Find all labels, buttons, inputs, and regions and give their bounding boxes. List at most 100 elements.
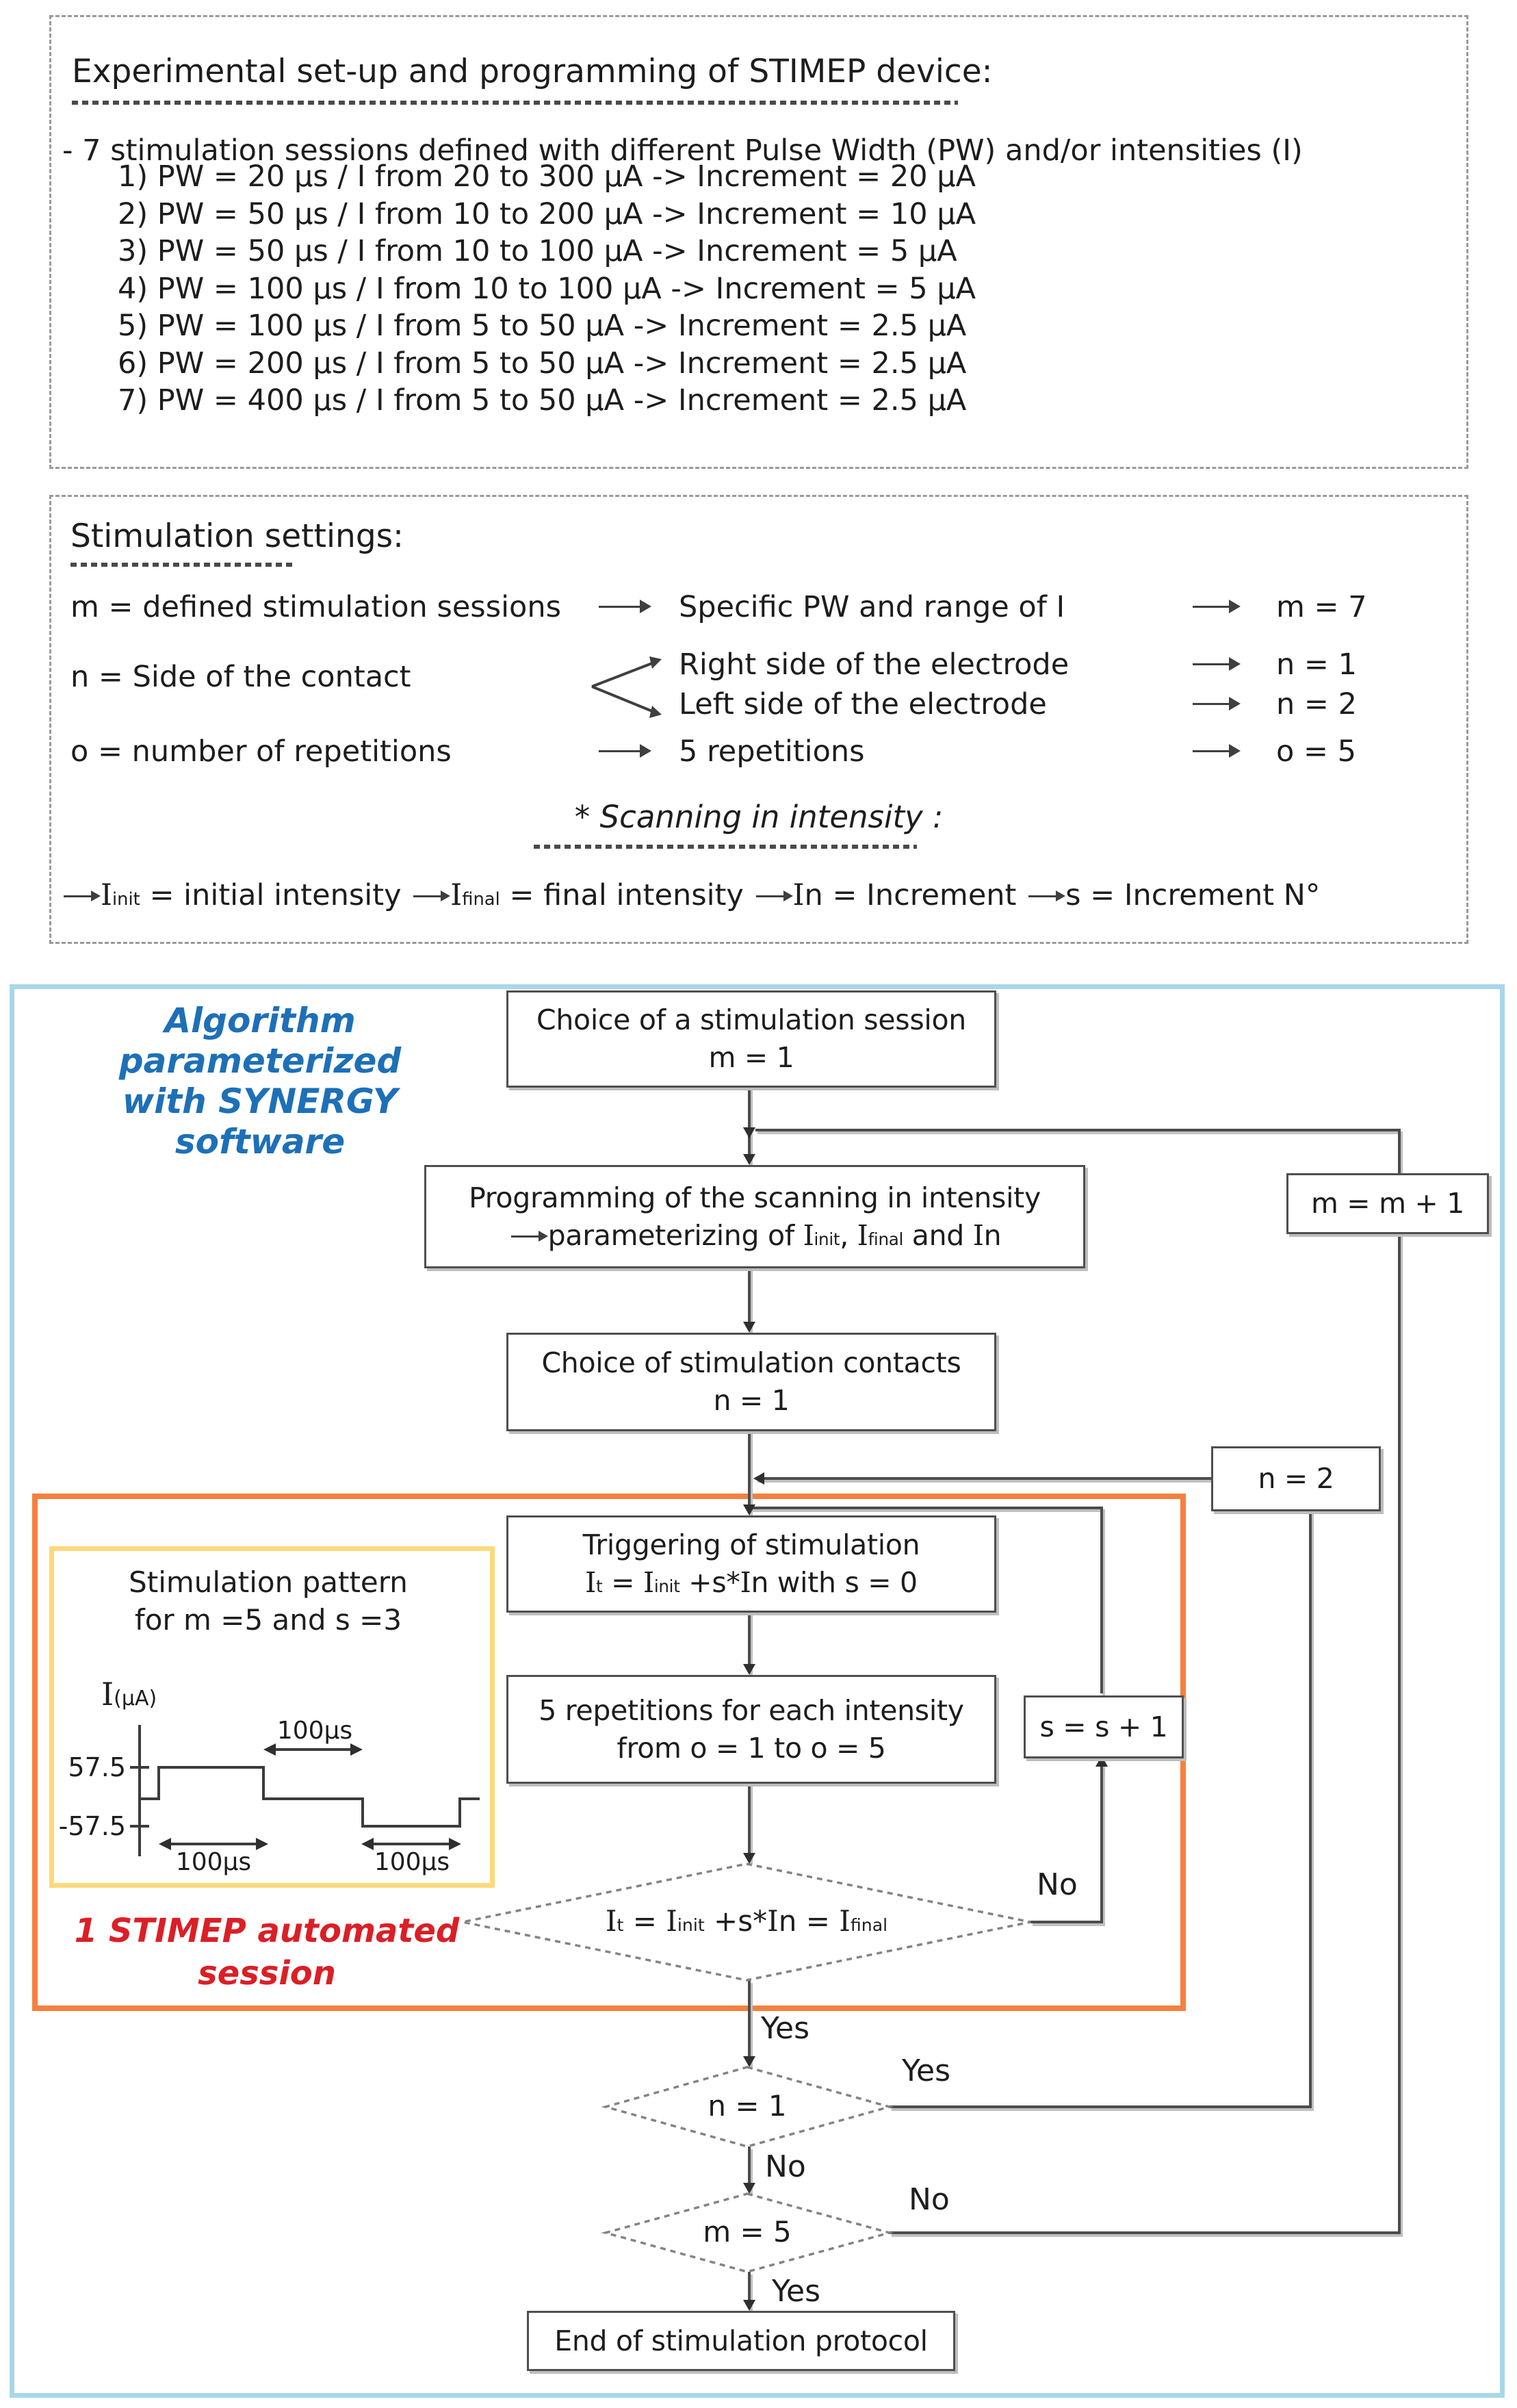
- right-arrow-icon: [1193, 744, 1241, 758]
- y-max-label: 57.5: [68, 1752, 126, 1782]
- step-choice-contacts: Choice of stimulation contacts n = 1: [506, 1333, 996, 1431]
- decision-intensity-diamond: [462, 1862, 1031, 1982]
- o-meaning: 5 repetitions: [679, 734, 865, 769]
- step-triggering: Triggering of stimulation It = Iinit +s*…: [506, 1515, 996, 1613]
- step-text: s = s + 1: [1039, 1710, 1168, 1743]
- text: =: [623, 1904, 666, 1938]
- setup-title-underline: [72, 101, 958, 105]
- right-arrow-icon: [1193, 600, 1241, 613]
- branch-arrows-icon: [591, 656, 662, 718]
- text: ,: [840, 1218, 857, 1252]
- right-arrow-icon: [1028, 890, 1066, 901]
- subscript: init: [653, 1576, 680, 1596]
- text: n: [751, 1566, 769, 1599]
- subscript: final: [462, 889, 500, 910]
- decision-n-label: n = 1: [708, 2089, 787, 2123]
- symbol-I: I: [839, 1904, 851, 1938]
- pattern-title-line1: Stimulation pattern: [129, 1565, 408, 1599]
- pattern-title: Stimulation pattern for m =5 and s =3: [63, 1564, 474, 1639]
- definition-text: n = Increment: [804, 878, 1017, 912]
- definition-text: s = Increment N°: [1065, 878, 1321, 912]
- m-definition: m = defined stimulation sessions: [70, 590, 562, 624]
- algorithm-title-line1: Algorithm parameterized: [118, 1001, 402, 1081]
- step-m-increment: m = m + 1: [1286, 1173, 1489, 1234]
- session-item: 7) PW = 400 µs / I from 5 to 50 µA -> In…: [118, 383, 967, 418]
- session-item: 5) PW = 100 µs / I from 5 to 50 µA -> In…: [118, 309, 967, 343]
- step-n2: n = 2: [1211, 1446, 1381, 1511]
- yes-label: Yes: [772, 2274, 821, 2309]
- algorithm-title: Algorithm parameterized with SYNERGY sof…: [38, 1001, 482, 1162]
- settings-box: Stimulation settings: m = defined stimul…: [49, 495, 1468, 944]
- right-arrow-icon: [599, 600, 651, 613]
- n-definition: n = Side of the contact: [70, 660, 411, 694]
- symbol-I: I: [740, 1566, 751, 1599]
- definition-text: = final intensity: [500, 878, 744, 912]
- setup-session-list: 1) PW = 20 µs / I from 20 to 300 µA -> I…: [118, 158, 976, 420]
- algorithm-title-line2: with SYNERGY software: [122, 1081, 398, 1162]
- symbol-I: I: [101, 878, 112, 912]
- step-s-increment: s = s + 1: [1024, 1695, 1184, 1758]
- text: n: [778, 1904, 797, 1938]
- o-definition: o = number of repetitions: [70, 734, 452, 769]
- session-item: 2) PW = 50 µs / I from 10 to 200 µA -> I…: [118, 196, 976, 231]
- session-item: 1) PW = 20 µs / I from 20 to 300 µA -> I…: [118, 159, 976, 194]
- pulse-width-right: 100µs: [374, 1848, 450, 1876]
- text: n: [983, 1218, 1002, 1252]
- right-arrow-icon: [1193, 657, 1241, 671]
- step-text: n = 1: [713, 1384, 790, 1417]
- step-text: n = 2: [1258, 1462, 1334, 1496]
- no-label: No: [909, 2182, 950, 2217]
- waveform-arrowheads: [159, 1743, 461, 1850]
- session-item: 6) PW = 200 µs / I from 5 to 50 µA -> In…: [118, 346, 967, 381]
- text: =: [796, 1904, 840, 1938]
- right-arrow-icon: [413, 890, 451, 901]
- subscript: t: [617, 1915, 624, 1935]
- symbol-I: I: [101, 1676, 114, 1713]
- n1-value: n = 1: [1276, 648, 1357, 682]
- symbol-I: I: [857, 1218, 868, 1252]
- pulse-width-top: 100µs: [276, 1717, 353, 1745]
- text: and: [903, 1218, 973, 1252]
- subscript: init: [112, 889, 140, 910]
- subscript: t: [596, 1576, 603, 1596]
- note-line1: 1 STIMEP automated: [74, 1912, 460, 1950]
- decision-m-diamond: [601, 2192, 894, 2273]
- right-arrow-icon: [510, 1230, 548, 1242]
- settings-title-underline: [70, 563, 296, 567]
- subscript: init: [677, 1915, 705, 1935]
- note-line2: session: [198, 1954, 336, 1993]
- subscript: init: [814, 1229, 840, 1249]
- text: +s*: [679, 1566, 740, 1599]
- pattern-title-line2: for m =5 and s =3: [134, 1602, 402, 1637]
- symbol-I: I: [643, 1566, 654, 1599]
- symbol-I: I: [450, 878, 463, 912]
- step-text: m = 1: [708, 1041, 794, 1074]
- step-text: from o = 1 to o = 5: [617, 1731, 886, 1765]
- step-programming: Programming of the scanning in intensity…: [424, 1165, 1085, 1268]
- right-arrow-icon: [1193, 697, 1241, 710]
- right-arrow-icon: [64, 890, 101, 901]
- waveform-plot: [130, 1725, 480, 1856]
- text: parameterizing of: [547, 1218, 803, 1252]
- step-text: Triggering of stimulation: [582, 1528, 920, 1562]
- step-text: Programming of the scanning in intensity: [469, 1181, 1041, 1214]
- symbol-I: I: [585, 1566, 597, 1599]
- right-arrow-icon: [755, 890, 793, 901]
- no-label: No: [765, 2149, 806, 2184]
- yes-label: Yes: [902, 2053, 951, 2088]
- step-text: Choice of stimulation contacts: [541, 1346, 961, 1380]
- settings-title: Stimulation settings:: [70, 517, 404, 555]
- subscript: final: [850, 1915, 888, 1935]
- symbol-I: I: [972, 1218, 984, 1252]
- no-label: No: [1037, 1867, 1078, 1902]
- arrowheads: [743, 1127, 1108, 2311]
- step-choice-session: Choice of a stimulation session m = 1: [506, 990, 996, 1088]
- session-item: 4) PW = 100 µs / I from 10 to 100 µA -> …: [118, 271, 976, 306]
- step-text: m = m + 1: [1310, 1187, 1465, 1220]
- symbol-I: I: [803, 1218, 814, 1252]
- n2-value: n = 2: [1276, 687, 1357, 721]
- symbol-I: I: [767, 1904, 779, 1938]
- text: =: [602, 1566, 643, 1599]
